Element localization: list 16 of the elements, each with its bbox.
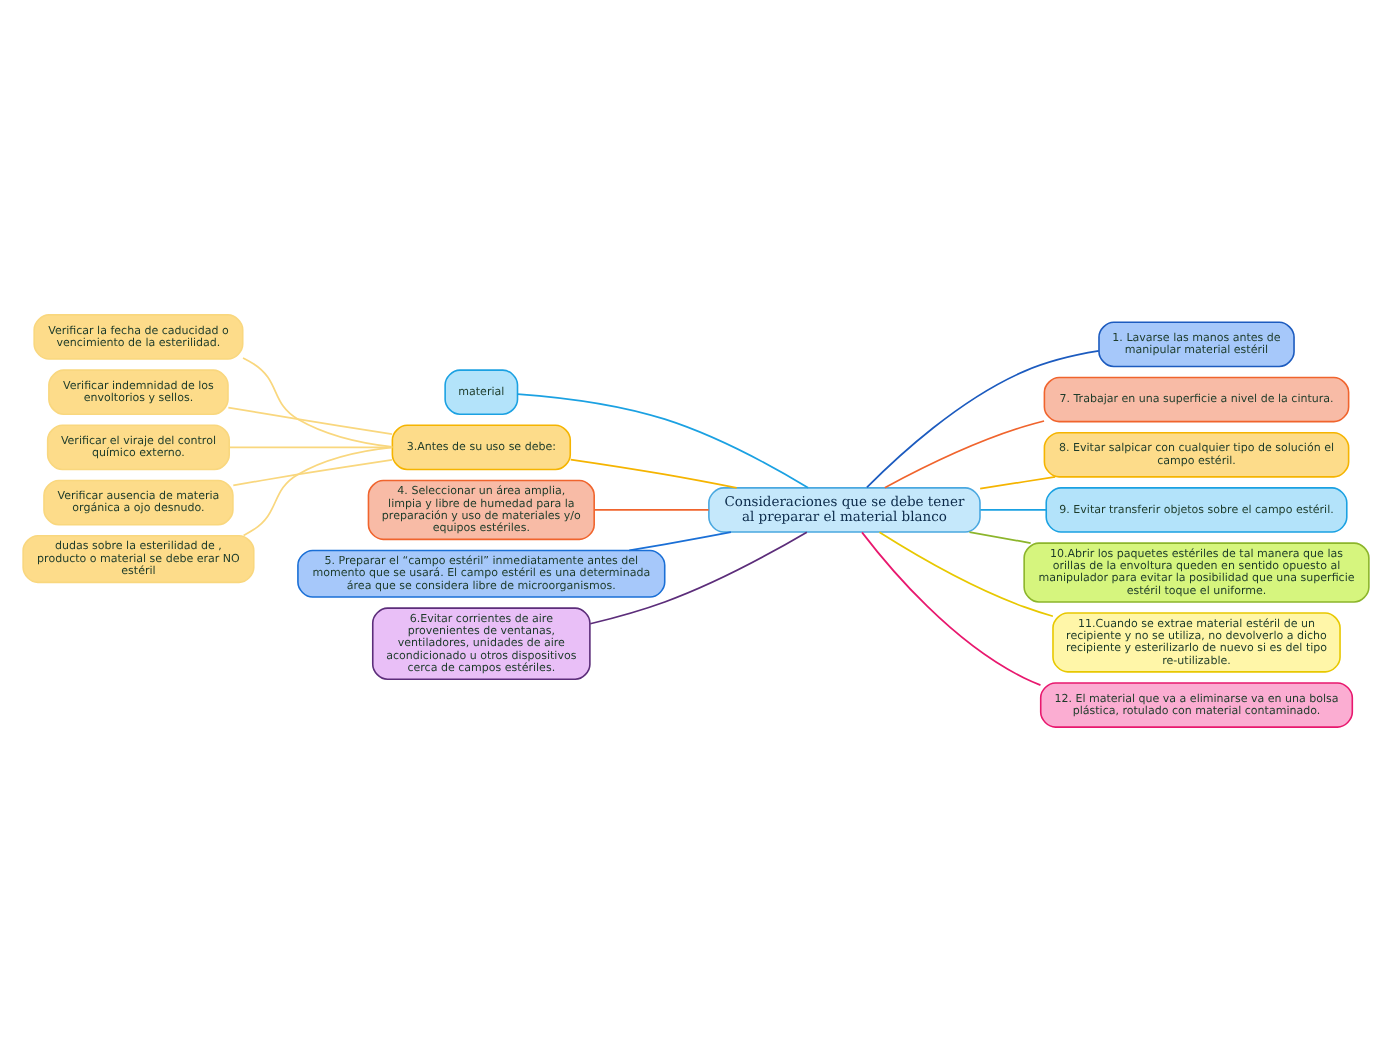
connector [861,530,1042,685]
connector [232,458,393,486]
connector [242,445,394,536]
connector [593,508,710,510]
connector [979,475,1057,489]
connector [242,356,394,447]
connector [569,457,738,488]
connector [516,392,809,488]
connector [878,530,1054,617]
connector [227,405,393,434]
connector [979,508,1047,510]
connector [628,530,732,551]
connector [866,349,1100,488]
connector [968,530,1032,543]
connector [883,419,1045,488]
connector [589,530,808,624]
